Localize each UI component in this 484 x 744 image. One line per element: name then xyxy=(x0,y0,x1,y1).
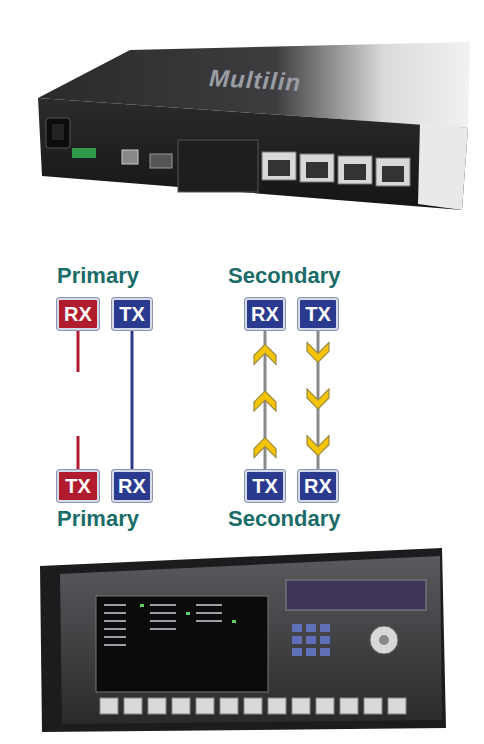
channel-label: Primary xyxy=(57,264,139,288)
brand-logo: Multilin xyxy=(209,64,302,97)
port-box: RX xyxy=(57,298,99,330)
fibre-line xyxy=(132,330,133,470)
port-label: TX xyxy=(65,476,91,496)
port-label: RX xyxy=(251,304,279,324)
port-label: RX xyxy=(64,304,92,324)
fibre-link xyxy=(254,330,276,470)
port-box: RX xyxy=(245,298,285,330)
port-label: TX xyxy=(305,304,331,324)
port-label: TX xyxy=(252,476,278,496)
broken-fibre xyxy=(78,331,79,469)
port-box: TX xyxy=(245,470,285,502)
port-box: RX xyxy=(112,470,152,502)
port-label: TX xyxy=(119,304,145,324)
port-box: TX xyxy=(57,470,99,502)
channel-label: Secondary xyxy=(228,507,341,531)
port-box: TX xyxy=(112,298,152,330)
port-label: RX xyxy=(304,476,332,496)
switch-device xyxy=(38,42,470,210)
port-box: RX xyxy=(298,470,338,502)
port-box: TX xyxy=(298,298,338,330)
relay-device xyxy=(40,548,446,732)
port-label: RX xyxy=(118,476,146,496)
fibre-link xyxy=(307,330,329,470)
channel-label: Secondary xyxy=(228,264,341,288)
channel-label: Primary xyxy=(57,507,139,531)
